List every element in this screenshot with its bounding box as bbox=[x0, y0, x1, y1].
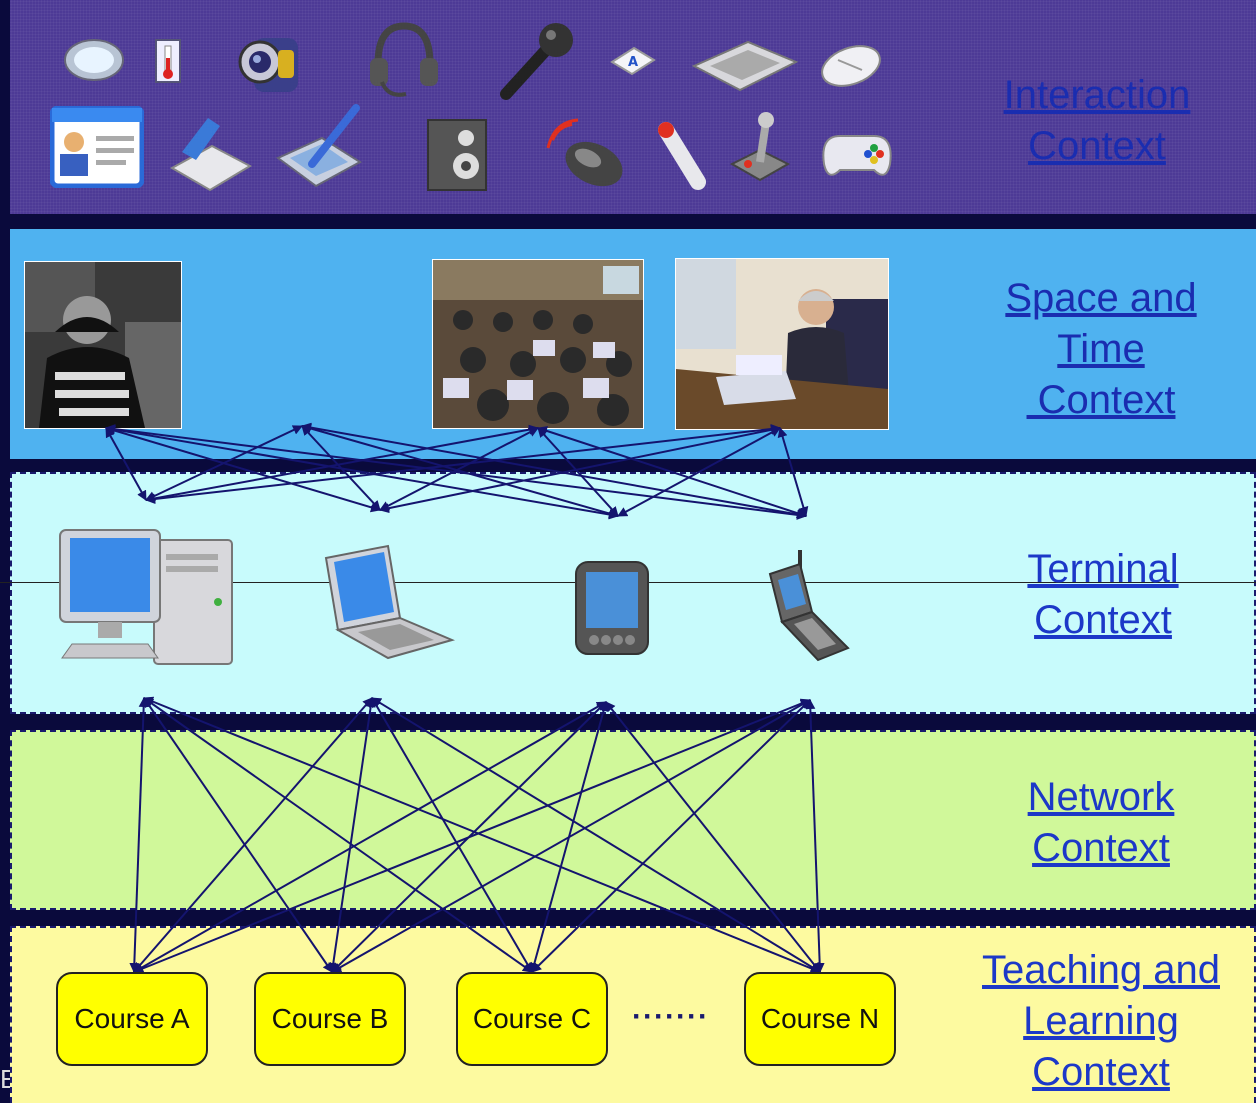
teaching-learning-context-label: Teaching and Learning Context bbox=[961, 945, 1241, 1098]
scanner-icon bbox=[169, 118, 253, 192]
keyboard-key-icon: A bbox=[610, 46, 656, 76]
course-a-box[interactable]: Course A bbox=[56, 972, 208, 1066]
space-time-context-label: Space and Time Context bbox=[961, 273, 1241, 426]
joystick-icon bbox=[729, 112, 791, 182]
label-line: Context bbox=[1028, 124, 1166, 168]
label-line: Context bbox=[1026, 378, 1176, 422]
desktop-computer-icon bbox=[59, 529, 233, 665]
svg-text:A: A bbox=[628, 55, 638, 70]
course-n-box[interactable]: Course N bbox=[744, 972, 896, 1066]
laptop-icon bbox=[324, 544, 456, 660]
label-line: Context bbox=[1032, 826, 1170, 870]
label-line: Terminal bbox=[1027, 547, 1179, 591]
label-line: Network bbox=[1027, 775, 1175, 819]
label-line: Context bbox=[1034, 598, 1172, 642]
label-line: Time bbox=[1057, 327, 1145, 371]
wireless-mouse-icon bbox=[546, 118, 623, 187]
interaction-context-label: Interaction Context bbox=[957, 70, 1237, 172]
label-line: Learning bbox=[1023, 999, 1179, 1043]
remote-pointer-icon bbox=[658, 122, 706, 190]
pda-icon bbox=[575, 561, 649, 655]
terminal-context-label: Terminal Context bbox=[963, 544, 1243, 646]
video-camera-icon bbox=[238, 38, 298, 92]
flip-phone-icon bbox=[768, 550, 850, 662]
drawing-tablet-icon bbox=[276, 104, 362, 188]
edge-glyph: E bbox=[0, 1064, 10, 1094]
label-line: Space and bbox=[1005, 276, 1197, 320]
network-context-label: Network Context bbox=[961, 772, 1241, 874]
mouse-icon bbox=[821, 45, 881, 87]
label-line: Interaction bbox=[1003, 73, 1191, 117]
course-b-box[interactable]: Course B bbox=[254, 972, 406, 1066]
course-c-box[interactable]: Course C bbox=[456, 972, 608, 1066]
teacher-at-laptop-photo bbox=[675, 258, 889, 430]
headset-icon bbox=[370, 22, 438, 97]
ellipsis: ······· bbox=[632, 1000, 709, 1033]
classroom-photo bbox=[432, 259, 644, 429]
gamepad-icon bbox=[822, 135, 892, 176]
label-line: Context bbox=[1032, 1050, 1170, 1094]
speaker-icon bbox=[427, 119, 487, 191]
person-at-desk-photo bbox=[24, 261, 182, 429]
microphone-icon bbox=[500, 23, 573, 100]
keyboard-icon bbox=[691, 40, 799, 92]
contact-card-icon bbox=[50, 106, 144, 188]
label-line: Teaching and bbox=[982, 948, 1220, 992]
compass-icon bbox=[64, 39, 124, 81]
thermometer-icon bbox=[155, 39, 181, 83]
